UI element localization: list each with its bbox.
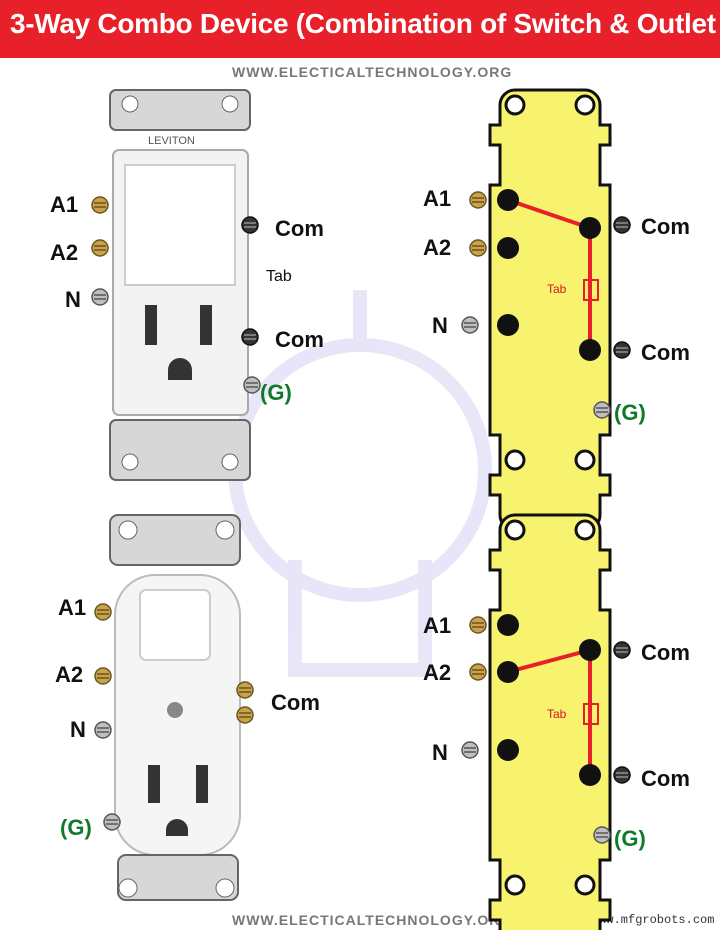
- d2-label-a1: A1: [423, 186, 452, 211]
- d3-label-n: N: [70, 717, 86, 742]
- d4-label-a2: A2: [423, 660, 452, 685]
- device-photo-top-left: [91, 89, 261, 481]
- d2-label-tab: Tab: [547, 282, 567, 296]
- title-bar: 3-Way Combo Device (Combination of Switc…: [0, 0, 720, 58]
- d1-label-tab: Tab: [266, 268, 292, 285]
- d3-label-com: Com: [271, 690, 320, 715]
- device-photo-bottom-left: [94, 514, 254, 901]
- d4-label-ground: (G): [614, 826, 646, 851]
- d1-label-ground: (G): [260, 380, 292, 405]
- d2-label-ground: (G): [614, 400, 646, 425]
- d4-label-n: N: [432, 740, 448, 765]
- d3-label-a2: A2: [55, 662, 84, 687]
- watermark-bottom: WWW.ELECTICALTECHNOLOGY.ORG: [232, 912, 513, 928]
- d4-label-a1: A1: [423, 613, 452, 638]
- d1-label-com-top: Com: [275, 216, 324, 241]
- d2-label-com-bottom: Com: [641, 340, 690, 365]
- d3-label-ground: (G): [60, 815, 92, 840]
- wiring-top-right: [461, 189, 631, 419]
- wiring-bottom-right: [461, 614, 631, 844]
- watermark-top: WWW.ELECTICALTECHNOLOGY.ORG: [232, 64, 513, 80]
- d2-label-n: N: [432, 313, 448, 338]
- page-title: 3-Way Combo Device (Combination of Switc…: [10, 8, 716, 39]
- d4-label-com-bottom: Com: [641, 766, 690, 791]
- d1-label-n: N: [65, 287, 81, 312]
- d1-label-a1: A1: [50, 192, 79, 217]
- d1-label-com-bottom: Com: [275, 327, 324, 352]
- brand-label: LEVITON: [148, 135, 195, 147]
- d4-label-tab: Tab: [547, 707, 567, 721]
- d2-label-com-top: Com: [641, 214, 690, 239]
- d4-label-com-top: Com: [641, 640, 690, 665]
- d3-label-a1: A1: [58, 595, 87, 620]
- d2-label-a2: A2: [423, 235, 452, 260]
- credit-text: www.mfgrobots.com: [592, 913, 715, 927]
- schematic-bottom-right: [488, 513, 612, 930]
- schematic-top-right: [488, 88, 612, 532]
- d1-label-a2: A2: [50, 240, 79, 265]
